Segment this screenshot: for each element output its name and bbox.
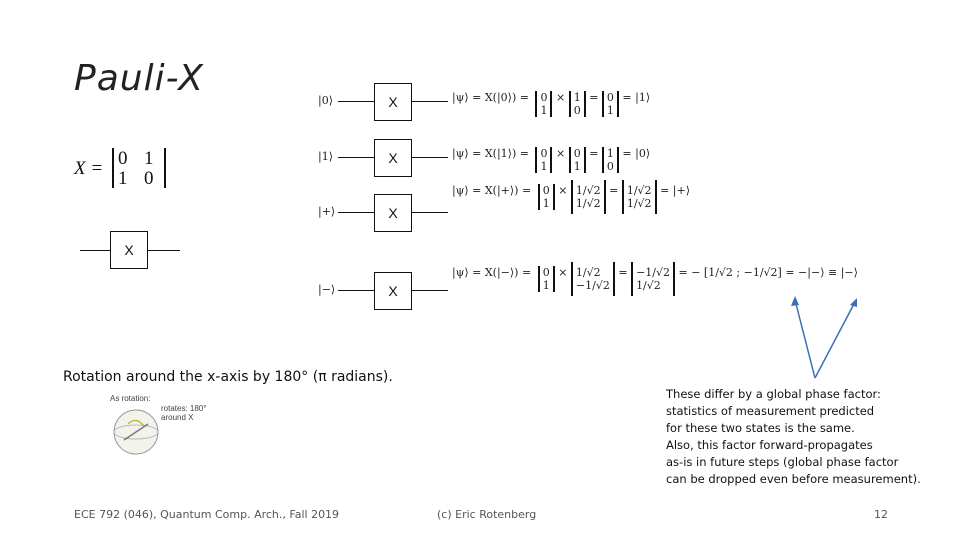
global-phase-note: These differ by a global phase factor: s… [666, 386, 921, 488]
row-0-prefix: |ψ⟩ = X(|0⟩) = [452, 91, 529, 104]
standalone-gate-label: X [124, 242, 134, 258]
equals-sign: = [618, 266, 628, 279]
vector-cell: 1 [606, 104, 614, 117]
vector-cell: 1 [606, 147, 614, 160]
vector-cell: −1/√2 [636, 266, 670, 279]
row-2-prefix: |ψ⟩ = X(|+⟩) = [452, 184, 532, 197]
row-0-gate-label: X [388, 94, 398, 110]
x-matrix-cell: 0 [144, 168, 154, 189]
x-matrix-lhs: X = [74, 158, 104, 179]
row-2-x-gate: X [374, 194, 412, 232]
note-line: statistics of measurement predicted [666, 404, 875, 418]
footer-page-number: 12 [874, 508, 888, 521]
row-1-x-gate: X [374, 139, 412, 177]
note-line: for these two states is the same. [666, 421, 855, 435]
times-sign: × [555, 147, 566, 160]
vector-cell: 0 [573, 104, 581, 117]
arrow-head-left [791, 296, 799, 306]
vector-cell: 1 [573, 91, 581, 104]
note-line: as-is in future steps (global phase fact… [666, 455, 899, 469]
vector-cell: 1/√2 [626, 197, 652, 210]
row-1-prefix: |ψ⟩ = X(|1⟩) = [452, 147, 529, 160]
row-0-tail: = |1⟩ [622, 91, 651, 104]
equals-sign: = [589, 147, 599, 160]
matrix-cell: 0 [540, 147, 548, 160]
vector-cell: 1/√2 [626, 184, 652, 197]
equals-sign: = [609, 184, 619, 197]
matrix-cell: 1 [540, 160, 548, 173]
row-0-x-gate: X [374, 83, 412, 121]
bloch-label-2: rotates: 180° [161, 404, 207, 413]
vector-cell: 0 [606, 91, 614, 104]
row-3-tail: = − [1/√2 ; −1/√2] = −|−⟩ ≡ |−⟩ [678, 266, 858, 279]
arrow-line-right [814, 301, 856, 379]
standalone-x-gate: X [110, 231, 148, 269]
arrow-line-left [794, 299, 816, 379]
vector-cell: −1/√2 [575, 279, 610, 292]
bloch-label-3: around X [161, 413, 194, 422]
row-3-input: |−⟩ [318, 283, 336, 296]
matrix-cell: 1 [540, 104, 548, 117]
x-matrix-cell: 1 [118, 168, 128, 189]
slide-title: Pauli-X [74, 58, 204, 99]
row-2-input: |+⟩ [318, 205, 336, 218]
row-3-prefix: |ψ⟩ = X(|−⟩) = [452, 266, 532, 279]
vector-cell: 0 [606, 160, 614, 173]
row-2-gate-label: X [388, 205, 398, 221]
times-sign: × [558, 266, 568, 279]
bloch-sphere-image: As rotation: rotates: 180° around X [106, 394, 224, 458]
x-matrix-definition: X = 0 1 1 0 [74, 148, 166, 192]
times-sign: × [555, 91, 566, 104]
equals-sign: = [589, 91, 599, 104]
note-line: can be dropped even before measurement). [666, 472, 921, 486]
arrow-head-right [850, 298, 857, 307]
note-line: These differ by a global phase factor: [666, 387, 881, 401]
note-line: Also, this factor forward-propagates [666, 438, 873, 452]
x-matrix-cell: 1 [144, 148, 154, 169]
row-3-gate-label: X [388, 283, 398, 299]
x-matrix-bracket [112, 148, 166, 188]
matrix-cell: 0 [540, 91, 548, 104]
vector-cell: 1/√2 [575, 266, 601, 279]
bloch-sphere-icon [113, 409, 159, 455]
times-sign: × [558, 184, 568, 197]
bloch-label-1: As rotation: [110, 394, 151, 403]
vector-cell: 1 [573, 160, 581, 173]
matrix-cell: 0 [542, 266, 550, 279]
footer-credit: (c) Eric Rotenberg [437, 508, 537, 521]
matrix-cell: 1 [542, 279, 550, 292]
x-matrix-cell: 0 [118, 148, 128, 169]
vector-cell: 1/√2 [636, 279, 661, 292]
vector-cell: 1/√2 [575, 197, 601, 210]
row-1-tail: = |0⟩ [622, 147, 651, 160]
row-1-input: |1⟩ [318, 150, 333, 163]
row-3-x-gate: X [374, 272, 412, 310]
row-0-input: |0⟩ [318, 94, 333, 107]
row-1-gate-label: X [388, 150, 398, 166]
rotation-caption: Rotation around the x-axis by 180° (π ra… [63, 369, 393, 385]
row-2-tail: = |+⟩ [660, 184, 690, 197]
footer-course: ECE 792 (046), Quantum Comp. Arch., Fall… [74, 508, 340, 521]
matrix-cell: 0 [542, 184, 550, 197]
vector-cell: 1/√2 [575, 184, 601, 197]
matrix-cell: 1 [542, 197, 550, 210]
vector-cell: 0 [573, 147, 581, 160]
